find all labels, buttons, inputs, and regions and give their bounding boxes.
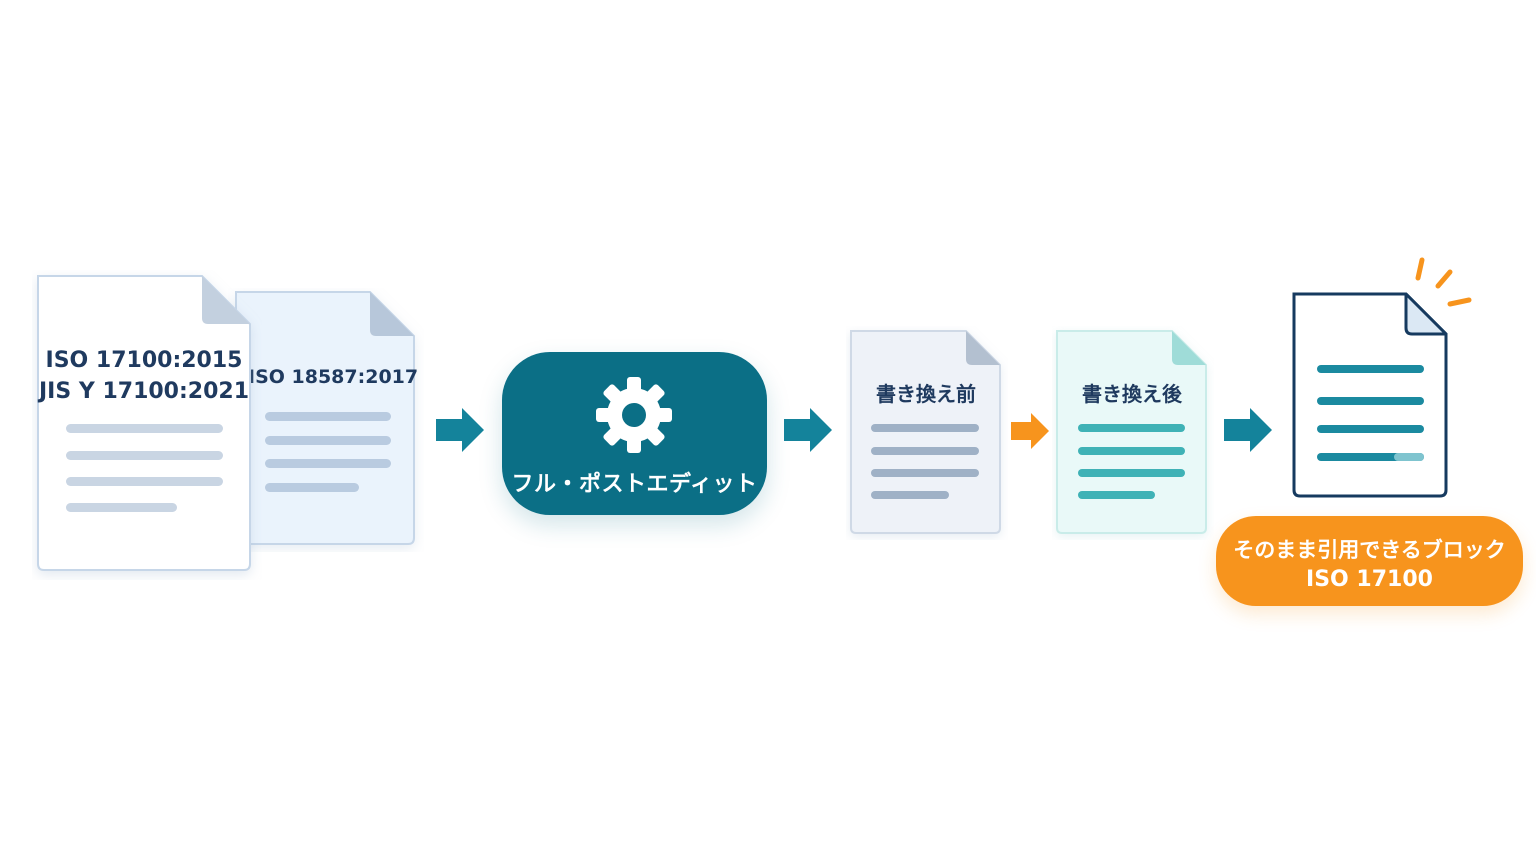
after-document xyxy=(1056,330,1207,534)
spark-icon xyxy=(1415,257,1472,307)
source-document-2 xyxy=(235,291,415,545)
source-document-1 xyxy=(37,275,251,571)
after-doc-label: 書き換え後 xyxy=(1082,382,1182,406)
result-document xyxy=(1292,292,1448,498)
arrow-right-icon xyxy=(1224,408,1272,452)
gear-icon xyxy=(596,377,672,453)
source-doc-1-title-line2: JIS Y 17100:2021 xyxy=(38,379,250,404)
result-badge-line2: ISO 17100 xyxy=(1306,567,1433,592)
result-badge-line1: そのまま引用できるブロック xyxy=(1233,538,1506,562)
arrow-right-icon xyxy=(1011,413,1049,449)
source-doc-1-title-line1: ISO 17100:2015 xyxy=(45,348,243,373)
arrow-right-icon xyxy=(436,408,484,452)
arrow-right-icon xyxy=(784,408,832,452)
process-label: フル・ポストエディット xyxy=(511,472,758,497)
source-doc-2-title: ISO 18587:2017 xyxy=(248,366,419,388)
result-badge: そのまま引用できるブロック ISO 17100 xyxy=(1216,516,1523,606)
before-doc-label: 書き換え前 xyxy=(876,382,976,406)
before-document xyxy=(850,330,1001,534)
